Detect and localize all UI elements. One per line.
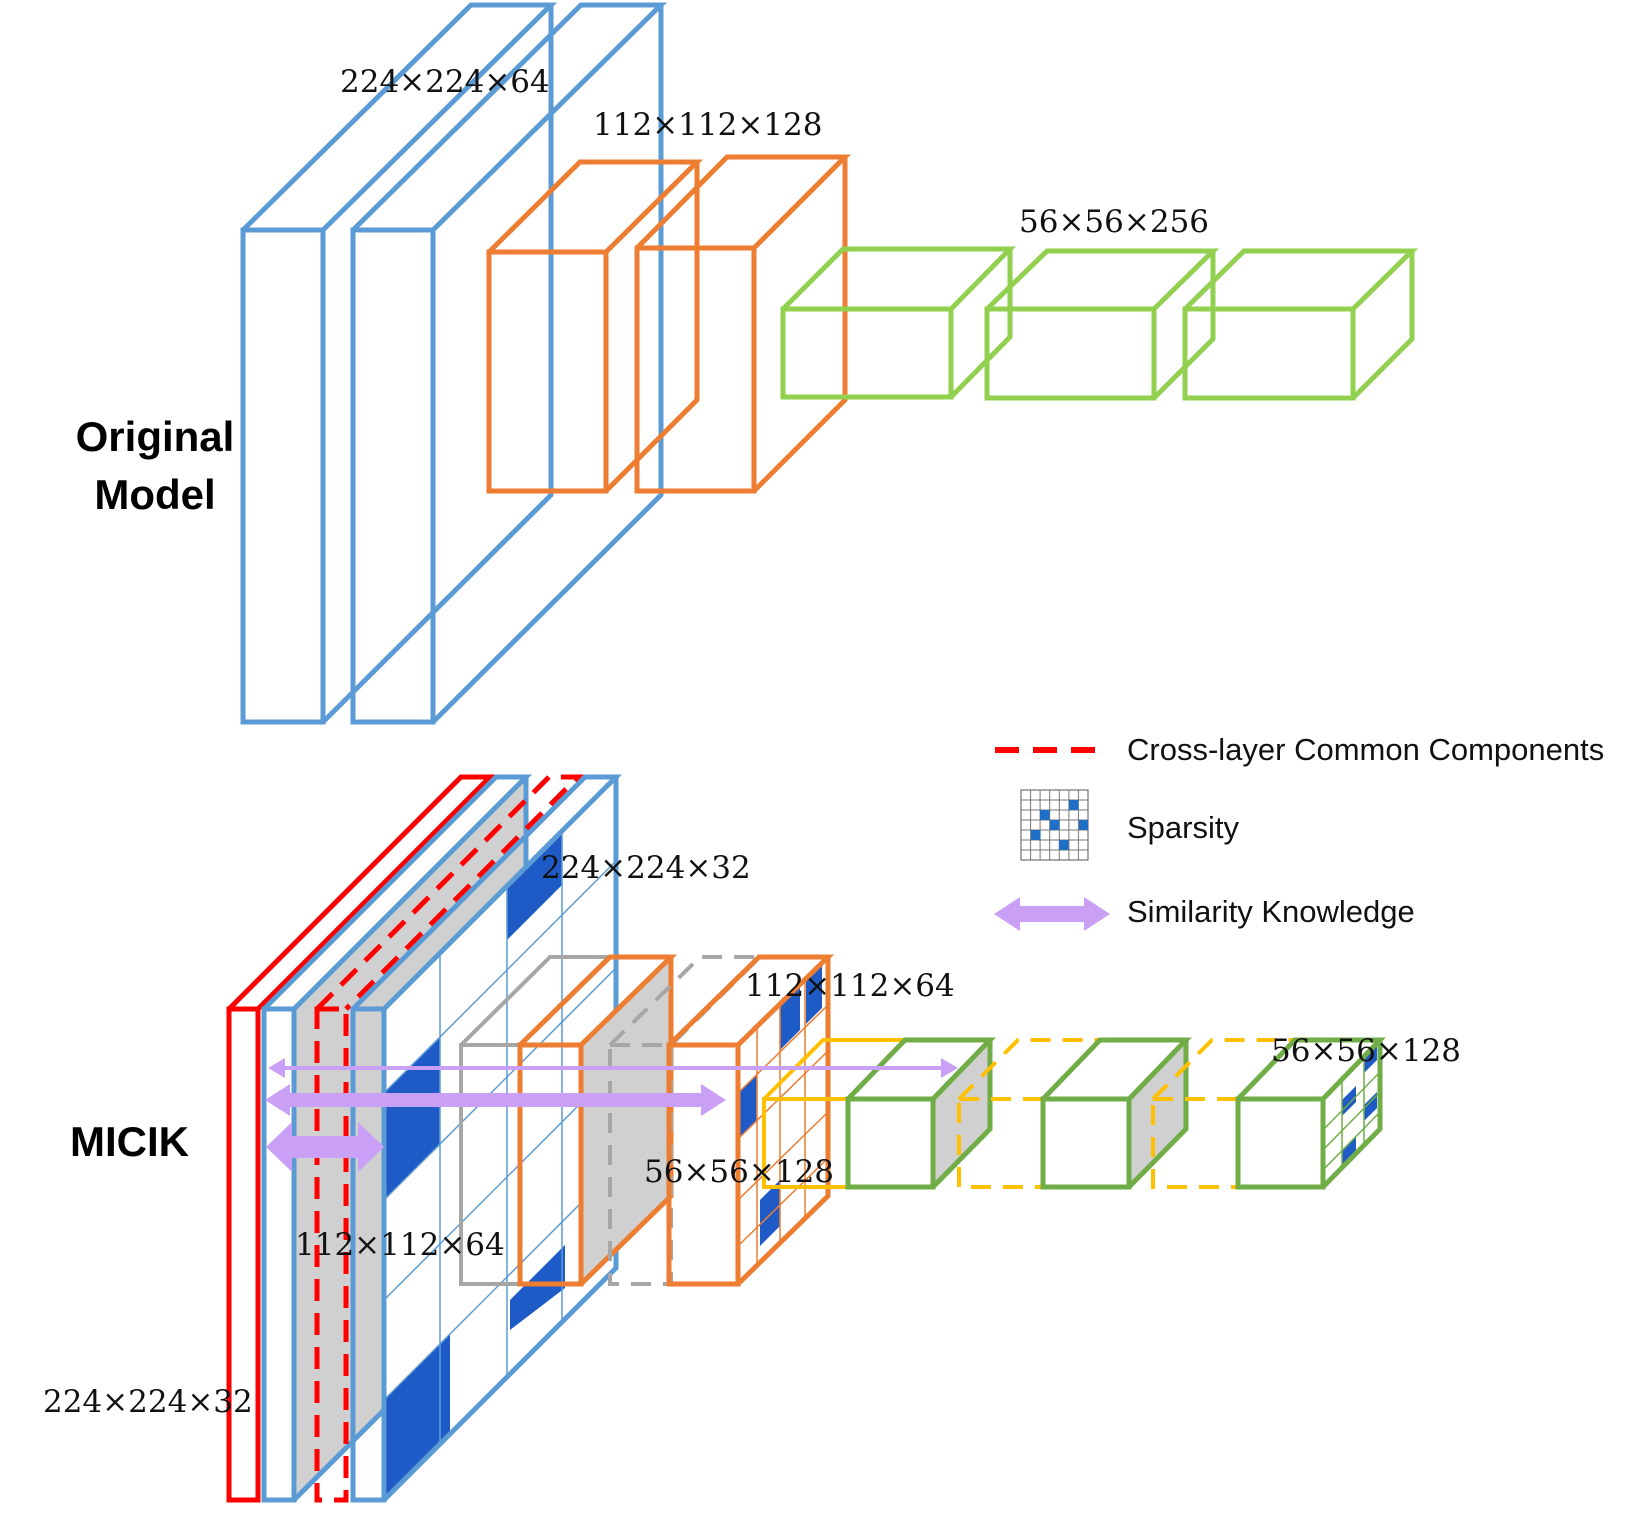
micik-common-dashed-slab: [314, 774, 585, 1503]
micik-dim-conv3-b: 56×56×128: [1271, 1033, 1462, 1069]
micik-dim-conv1-a: 224×224×32: [541, 850, 751, 886]
orig-conv3-block-2: [984, 248, 1220, 401]
legend-similarity-swatch: [994, 897, 1110, 931]
orig-conv1-slab-2: [350, 2, 668, 725]
micik-dim-conv2-b: 112×112×64: [295, 1227, 505, 1263]
legend-common-label: Cross-layer Common Components: [1127, 732, 1605, 767]
micik-conv2-block-2: [666, 954, 835, 1287]
micik-conv3-block-1: [845, 1037, 996, 1190]
legend-sparsity-label: Sparsity: [1127, 810, 1239, 845]
orig-dim-conv1: 224×224×64: [340, 64, 550, 100]
micik-layers: [226, 774, 1386, 1503]
orig-conv3-block-1: [780, 246, 1016, 400]
orig-conv1-slab-1: [240, 2, 558, 725]
orig-conv2-block-1: [486, 159, 704, 494]
similarity-arrow-medium: [265, 1084, 726, 1116]
original-model-layers: [240, 2, 1419, 725]
similarity-arrow-thin: [268, 1058, 958, 1078]
orig-dim-conv3: 56×56×256: [1019, 204, 1210, 240]
sparse-blocks-2: [738, 962, 822, 1246]
original-label-line2: Model: [94, 471, 216, 518]
original-model-label: Original Model: [60, 408, 250, 524]
micik-label: MICIK: [70, 1118, 189, 1165]
similarity-arrow-thick: [266, 1122, 384, 1172]
orig-dim-conv2: 112×112×128: [593, 107, 823, 143]
micik-common-slab: [226, 774, 497, 1503]
orig-conv2-block-2: [634, 154, 852, 494]
sparse-blocks: [384, 832, 565, 1500]
original-label-line1: Original: [75, 413, 235, 460]
legend-sparsity-swatch: [1020, 789, 1089, 861]
micik-dim-conv3-a: 56×56×128: [644, 1154, 835, 1190]
micik-conv3-block-3: [1235, 1037, 1386, 1190]
similarity-arrows: [265, 1058, 958, 1172]
micik-dim-conv2-a: 112×112×64: [745, 968, 955, 1004]
micik-dim-conv1-b: 224×224×32: [43, 1384, 253, 1420]
orig-conv3-block-3: [1182, 248, 1419, 401]
micik-conv3-block-2: [1040, 1037, 1192, 1190]
legend: [994, 747, 1110, 931]
legend-similarity-label: Similarity Knowledge: [1127, 894, 1415, 929]
